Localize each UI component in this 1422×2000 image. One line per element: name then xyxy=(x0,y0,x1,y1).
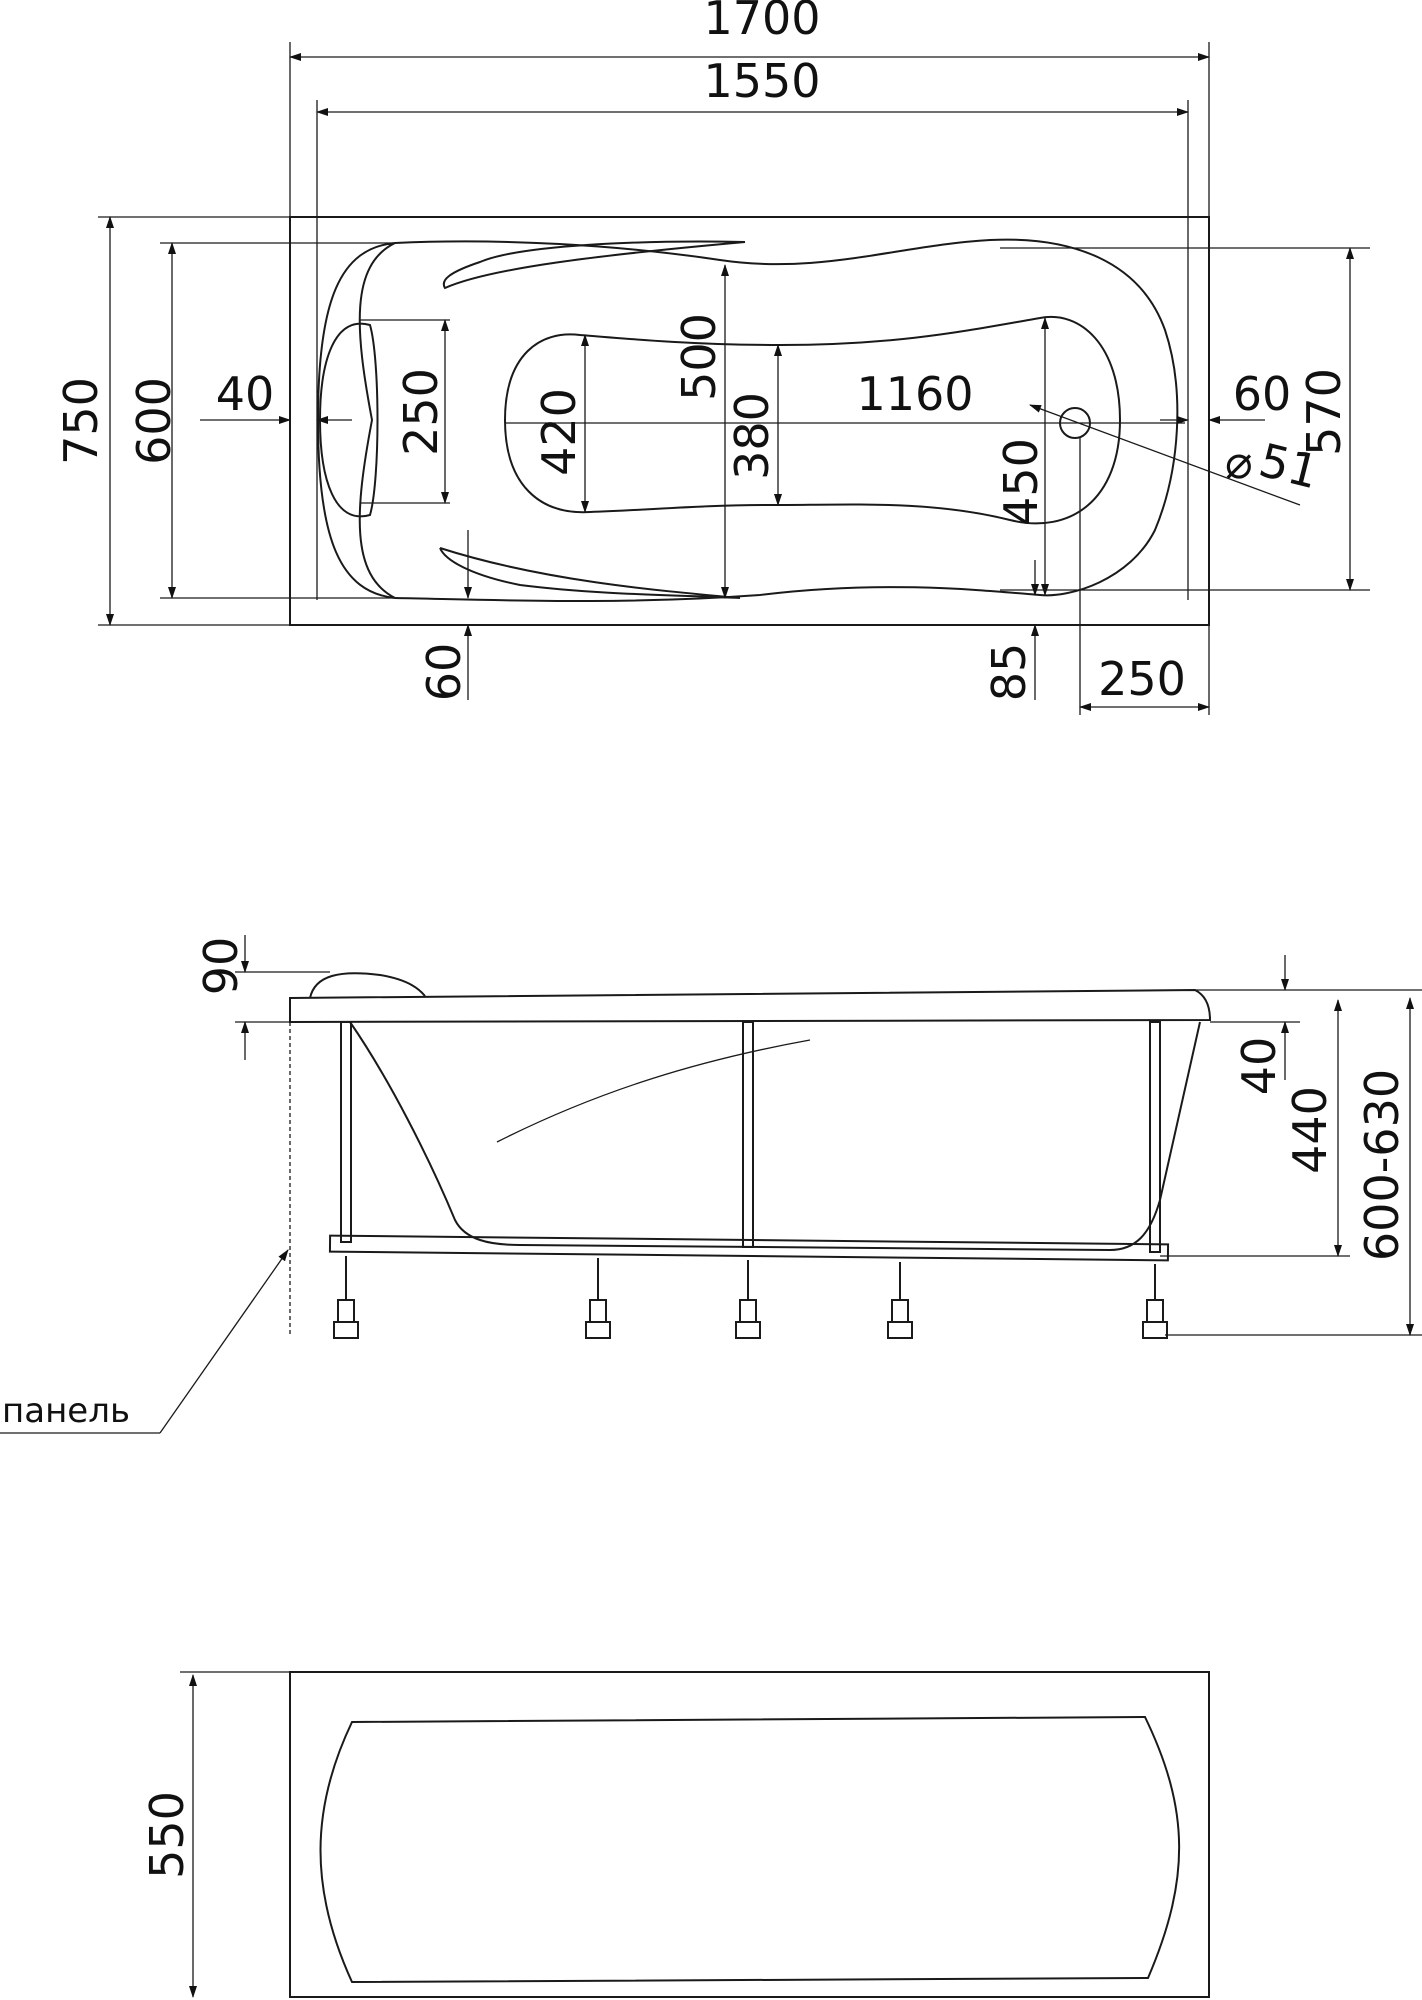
headrest-contour xyxy=(318,322,379,518)
panel-label: панель xyxy=(2,1391,130,1431)
dim-inner-length: 1550 xyxy=(703,54,820,108)
panel-view: 550 xyxy=(140,1671,1210,1998)
dim-basin-length: 1160 xyxy=(856,367,973,421)
drain-leader xyxy=(1029,404,1301,506)
adjustable-feet xyxy=(333,1256,1168,1339)
dim-right-inner-width: 570 xyxy=(1297,368,1351,456)
leg-post xyxy=(340,1021,352,1243)
basin-contour xyxy=(503,315,1122,525)
panel-leader xyxy=(159,1249,289,1434)
rim-outline xyxy=(289,988,1212,1024)
support-frame-bar xyxy=(328,1234,1170,1262)
dim-headrest-width: 250 xyxy=(394,368,448,456)
front-panel-inset xyxy=(319,1715,1181,1984)
interior-curve-side xyxy=(496,1039,811,1143)
foot xyxy=(735,1260,761,1339)
armrest-upper xyxy=(442,240,746,290)
headrest-side xyxy=(309,972,426,999)
dim-bottom-left-offset: 60 xyxy=(417,643,471,702)
dim-basin-foot-width: 450 xyxy=(994,438,1048,526)
dim-headrest-offset: 40 xyxy=(216,367,275,421)
dim-total-height: 600-630 xyxy=(1355,1069,1409,1261)
armrest-lower xyxy=(439,547,741,599)
support-legs xyxy=(340,1021,1161,1253)
front-panel-outline xyxy=(289,1671,1210,1998)
foot xyxy=(1142,1264,1168,1339)
drain-hole xyxy=(1059,407,1091,439)
dim-basin-width-head: 420 xyxy=(532,388,586,476)
leg-post xyxy=(742,1021,754,1248)
side-view: панель 90 40 440 600-630 xyxy=(0,935,1422,1434)
dim-drain-diameter-symbol: ⌀ xyxy=(1225,435,1253,489)
tub-body-side xyxy=(349,1021,1201,1252)
leg-post xyxy=(1149,1021,1161,1253)
dim-overall-width: 750 xyxy=(54,377,108,465)
foot xyxy=(887,1262,913,1339)
dim-bottom-right-offset: 85 xyxy=(982,643,1036,702)
dim-basin-top-width: 500 xyxy=(672,313,726,401)
dim-rim-thickness: 40 xyxy=(1232,1037,1286,1096)
dim-panel-height: 550 xyxy=(140,1791,194,1879)
dim-headrest-height: 90 xyxy=(194,937,248,996)
dim-overall-length: 1700 xyxy=(703,0,820,45)
foot xyxy=(333,1256,359,1339)
dim-drain-position: 250 xyxy=(1098,652,1186,706)
foot xyxy=(585,1258,611,1339)
dim-basin-mid-width: 380 xyxy=(725,392,779,480)
tub-inner-contour xyxy=(316,242,396,599)
dim-foot-offset: 60 xyxy=(1233,367,1292,421)
dim-tub-depth: 440 xyxy=(1283,1086,1337,1174)
top-view: 1700 1550 750 600 40 250 xyxy=(54,0,1370,715)
dim-inner-width: 600 xyxy=(127,377,181,465)
